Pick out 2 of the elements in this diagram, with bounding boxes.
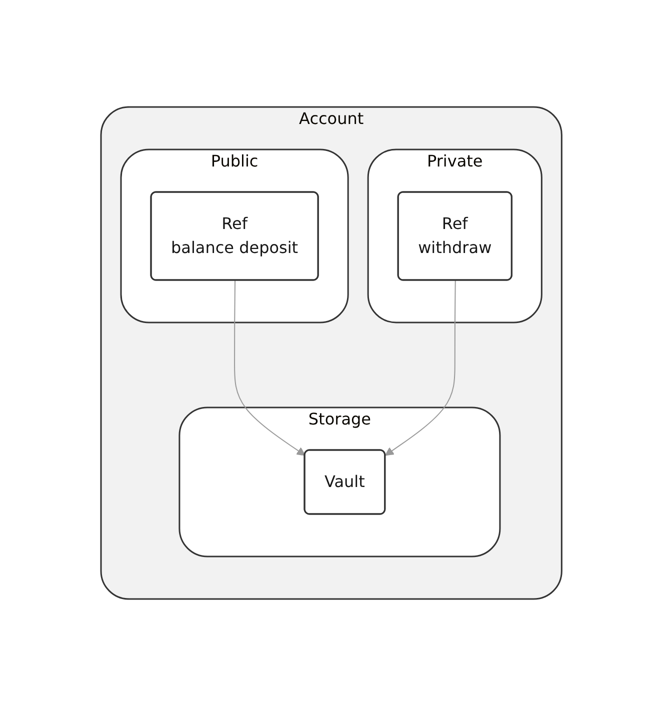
arrow: [234, 280, 306, 456]
arrow: [385, 280, 456, 456]
